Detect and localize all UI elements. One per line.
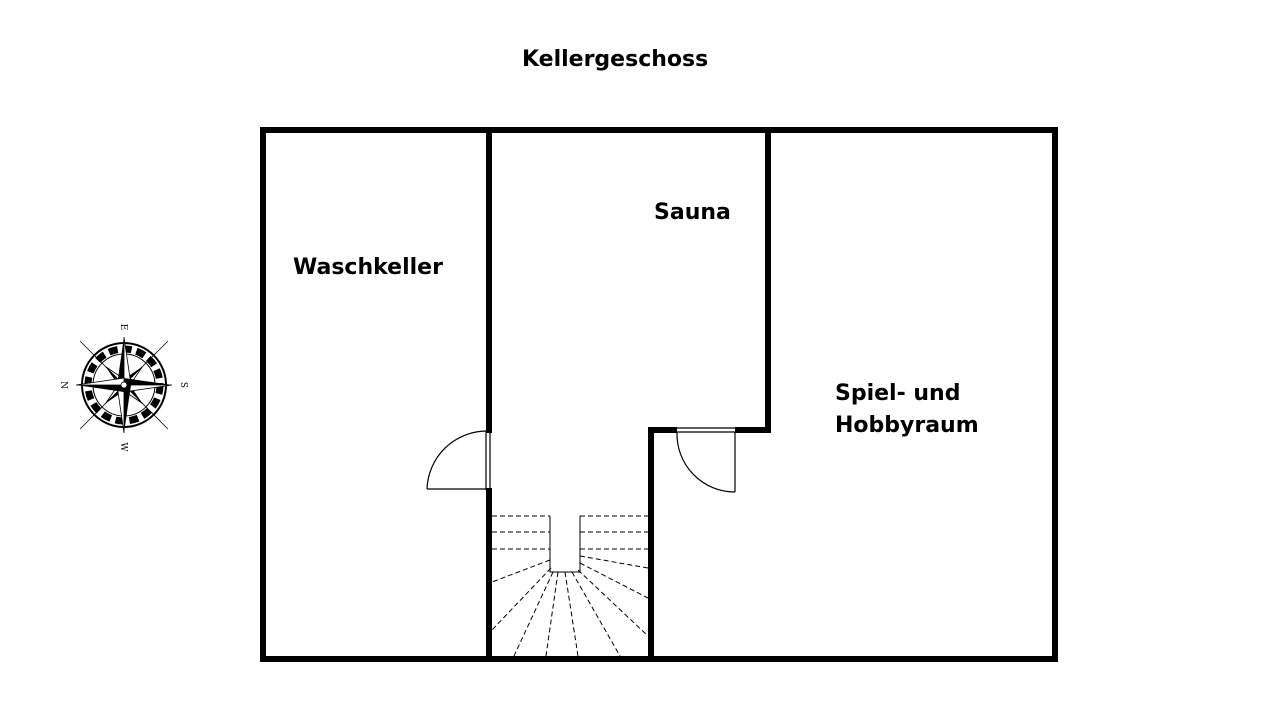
door-waschkeller [426, 430, 491, 491]
floor-title: Kellergeschoss [522, 47, 709, 72]
compass-label-east: E [118, 324, 128, 331]
door-hobbyraum [675, 427, 737, 493]
compass-label-south: S [178, 382, 188, 388]
room-label-hobby-line2: Hobbyraum [835, 413, 979, 438]
room-label-waschkeller: Waschkeller [293, 255, 443, 280]
stair-newel [549, 516, 581, 573]
room-label-hobby-line1: Spiel- und [835, 381, 961, 406]
staircase [491, 515, 649, 657]
compass-rose-icon: E S W N [58, 324, 188, 453]
walls [260, 127, 1058, 662]
compass-label-west: W [118, 442, 128, 452]
room-label-sauna: Sauna [654, 200, 731, 225]
outer-wall [260, 127, 1058, 662]
compass-label-north: N [58, 381, 68, 389]
